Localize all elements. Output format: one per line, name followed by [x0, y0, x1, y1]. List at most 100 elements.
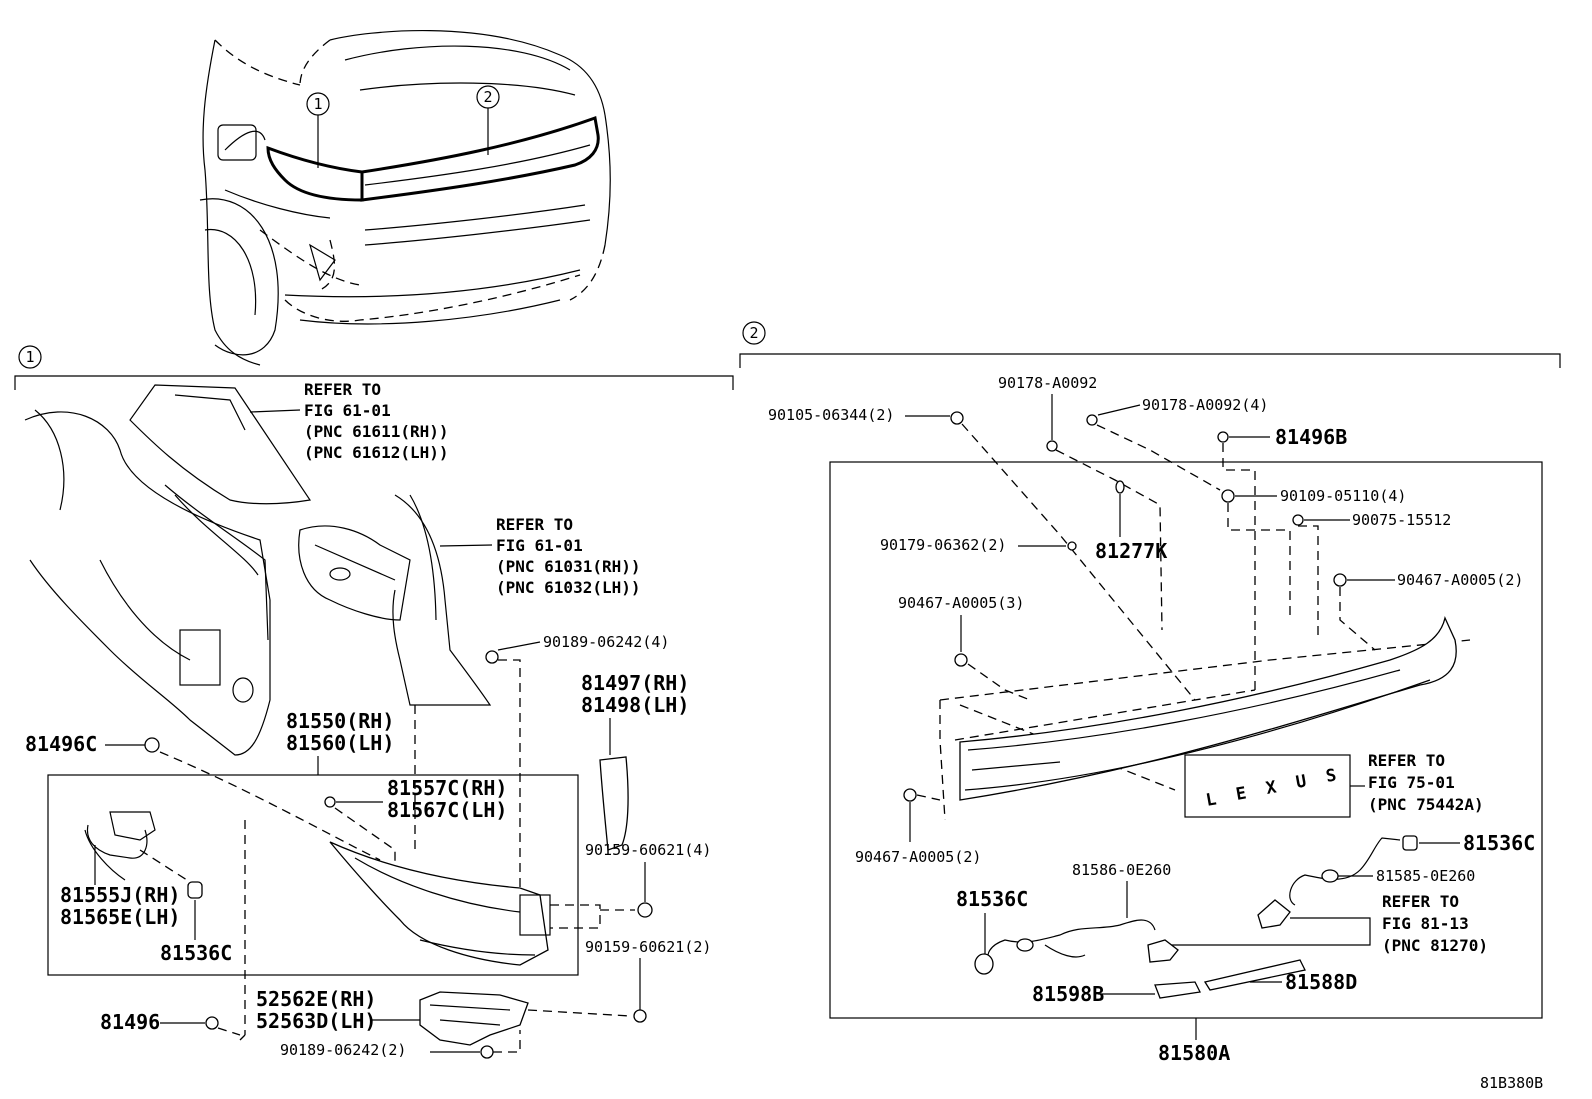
bolt-90189-06242-2: 90189-06242(2): [280, 1030, 521, 1059]
svg-text:81496B: 81496B: [1275, 425, 1347, 449]
svg-text:REFER TO: REFER TO: [1368, 751, 1445, 770]
svg-text:2: 2: [483, 88, 492, 106]
svg-text:1: 1: [313, 95, 322, 113]
cushion-81277K: 81277K: [1095, 480, 1167, 563]
clip-90467-A0005-2-top: 90467-A0005(2): [1333, 571, 1523, 651]
bulb-81536C-inner: 81536C: [956, 887, 1028, 975]
bolt-90189-06242-4: 90189-06242(4): [485, 633, 669, 905]
bolt-90109-05110-4: 90109-05110(4): [1221, 487, 1406, 620]
refer-to-fig-81-13: REFER TO FIG 81-13 (PNC 81270): [1160, 892, 1488, 955]
reflector-81497-81498: 81497(RH) 81498(LH): [581, 671, 689, 851]
svg-text:81557C(RH): 81557C(RH): [387, 776, 507, 800]
figure-code: 81B380B: [1480, 1074, 1543, 1092]
svg-text:(PNC 75442A): (PNC 75442A): [1368, 795, 1484, 814]
section-1-callout: [18, 345, 42, 369]
tail-lamp-assembly-box: [47, 774, 579, 976]
svg-text:90159-60621(2): 90159-60621(2): [585, 938, 711, 956]
refer-to-fig-75-01: REFER TO FIG 75-01 (PNC 75442A): [1368, 751, 1484, 814]
svg-text:81497(RH): 81497(RH): [581, 671, 689, 695]
garnish-assembly-box: [829, 461, 1543, 1019]
section-1-bracket: [14, 375, 734, 390]
svg-text:81555J(RH): 81555J(RH): [60, 883, 180, 907]
clip-81557C-81567C: 81557C(RH) 81567C(LH): [324, 776, 507, 885]
svg-text:L: L: [1204, 789, 1218, 810]
svg-text:FIG 61-01: FIG 61-01: [496, 536, 583, 555]
screw-90105-06344-2: 90105-06344(2): [768, 406, 1196, 701]
section-2-back-door-garnish: 2 90178-A0092 90105-06344(2) 90178-A0092…: [739, 321, 1561, 1065]
svg-text:81580A: 81580A: [1158, 1041, 1230, 1065]
svg-text:81277K: 81277K: [1095, 539, 1167, 563]
back-door-garnish-illustration: [939, 615, 1471, 821]
svg-text:81586-0E260: 81586-0E260: [1072, 861, 1171, 879]
svg-text:90109-05110(4): 90109-05110(4): [1280, 487, 1406, 505]
callout-2-overview: 2: [476, 85, 500, 155]
svg-text:81588D: 81588D: [1285, 970, 1357, 994]
svg-text:81496C: 81496C: [25, 732, 97, 756]
clip-90075-15512: 90075-15512: [1292, 511, 1451, 640]
svg-text:81560(LH): 81560(LH): [286, 731, 394, 755]
section-2-callout-number: 2: [749, 324, 758, 342]
svg-text:81496: 81496: [100, 1010, 160, 1034]
svg-text:(PNC 61032(LH)): (PNC 61032(LH)): [496, 578, 641, 597]
wire-81585-0E260: 81585-0E260: [1257, 837, 1475, 929]
refer-to-fig-61-01-a: REFER TO FIG 61-01 (PNC 61611(RH)) (PNC …: [249, 380, 449, 462]
svg-text:81498(LH): 81498(LH): [581, 693, 689, 717]
tail-lamp-unit-illustration: [329, 841, 551, 966]
svg-text:FIG 61-01: FIG 61-01: [304, 401, 391, 420]
svg-text:(PNC 61612(LH)): (PNC 61612(LH)): [304, 443, 449, 462]
svg-text:81567C(LH): 81567C(LH): [387, 798, 507, 822]
section-1-tail-lamp: 1 REFER TO FIG 61-01 (PNC 61611(RH)) (PN…: [14, 345, 734, 1059]
clip-90178-A0092: 90178-A0092: [998, 374, 1163, 631]
svg-text:81550(RH): 81550(RH): [286, 709, 394, 733]
svg-text:81585-0E260: 81585-0E260: [1376, 867, 1475, 885]
svg-text:(PNC 61611(RH)): (PNC 61611(RH)): [304, 422, 449, 441]
nut-90179-06362-2: 90179-06362(2): [880, 536, 1077, 554]
clip-81496C: 81496C: [25, 732, 381, 861]
svg-text:90179-06362(2): 90179-06362(2): [880, 536, 1006, 554]
svg-text:90189-06242(4): 90189-06242(4): [543, 633, 669, 651]
svg-text:81565E(LH): 81565E(LH): [60, 905, 180, 929]
svg-text:90159-60621(4): 90159-60621(4): [585, 841, 711, 859]
screw-90159-60621-2: 90159-60621(2): [527, 938, 711, 1023]
section-1-callout-number: 1: [25, 348, 34, 366]
screw-90159-60621-4: 90159-60621(4): [550, 841, 711, 929]
clip-81496B: 81496B: [1217, 425, 1347, 720]
bracket-81598B: 81598B: [1032, 981, 1201, 1006]
bulb-81536C-right: 81536C: [1402, 831, 1535, 855]
lexus-emblem: L E X U S: [1184, 754, 1365, 818]
svg-text:90178-A0092(4): 90178-A0092(4): [1142, 396, 1268, 414]
svg-text:90105-06344(2): 90105-06344(2): [768, 406, 894, 424]
bracket-81588D: 81588D: [1203, 959, 1357, 994]
garnish-assembly-81580A: 81580A: [1158, 1018, 1230, 1065]
svg-text:52562E(RH): 52562E(RH): [256, 987, 376, 1011]
svg-text:X: X: [1264, 777, 1278, 799]
quarter-panel-illustration: [24, 384, 492, 756]
callout-1-overview: 1: [306, 92, 330, 168]
svg-text:52563D(LH): 52563D(LH): [256, 1009, 376, 1033]
svg-text:REFER TO: REFER TO: [304, 380, 381, 399]
svg-text:90178-A0092: 90178-A0092: [998, 374, 1097, 392]
svg-text:90467-A0005(2): 90467-A0005(2): [1397, 571, 1523, 589]
svg-text:(PNC 81270): (PNC 81270): [1382, 936, 1488, 955]
clip-90467-A0005-3: 90467-A0005(3): [898, 594, 1031, 701]
svg-text:U: U: [1294, 771, 1308, 792]
svg-text:81536C: 81536C: [1463, 831, 1535, 855]
wire-81586-0E260: 81586-0E260: [987, 861, 1179, 963]
svg-text:FIG 75-01: FIG 75-01: [1368, 773, 1455, 792]
bracket-52562E-52563D: 52562E(RH) 52563D(LH): [239, 820, 529, 1046]
svg-text:90189-06242(2): 90189-06242(2): [280, 1041, 406, 1059]
clip-90467-A0005-2-bottom: 90467-A0005(2): [855, 788, 981, 866]
clip-81496: 81496: [100, 1010, 241, 1036]
svg-text:90467-A0005(2): 90467-A0005(2): [855, 848, 981, 866]
socket-wire-81555J-81565E: 81555J(RH) 81565E(LH): [60, 811, 191, 929]
svg-text:90075-15512: 90075-15512: [1352, 511, 1451, 529]
section-2-bracket: [739, 353, 1561, 368]
svg-text:REFER TO: REFER TO: [496, 515, 573, 534]
bulb-81536C-left: 81536C: [160, 881, 232, 965]
tail-lamp-81550-81560: 81550(RH) 81560(LH): [286, 705, 416, 850]
vehicle-rear-overview: 1 2: [199, 30, 611, 366]
svg-text:REFER TO: REFER TO: [1382, 892, 1459, 911]
svg-text:81598B: 81598B: [1032, 982, 1104, 1006]
